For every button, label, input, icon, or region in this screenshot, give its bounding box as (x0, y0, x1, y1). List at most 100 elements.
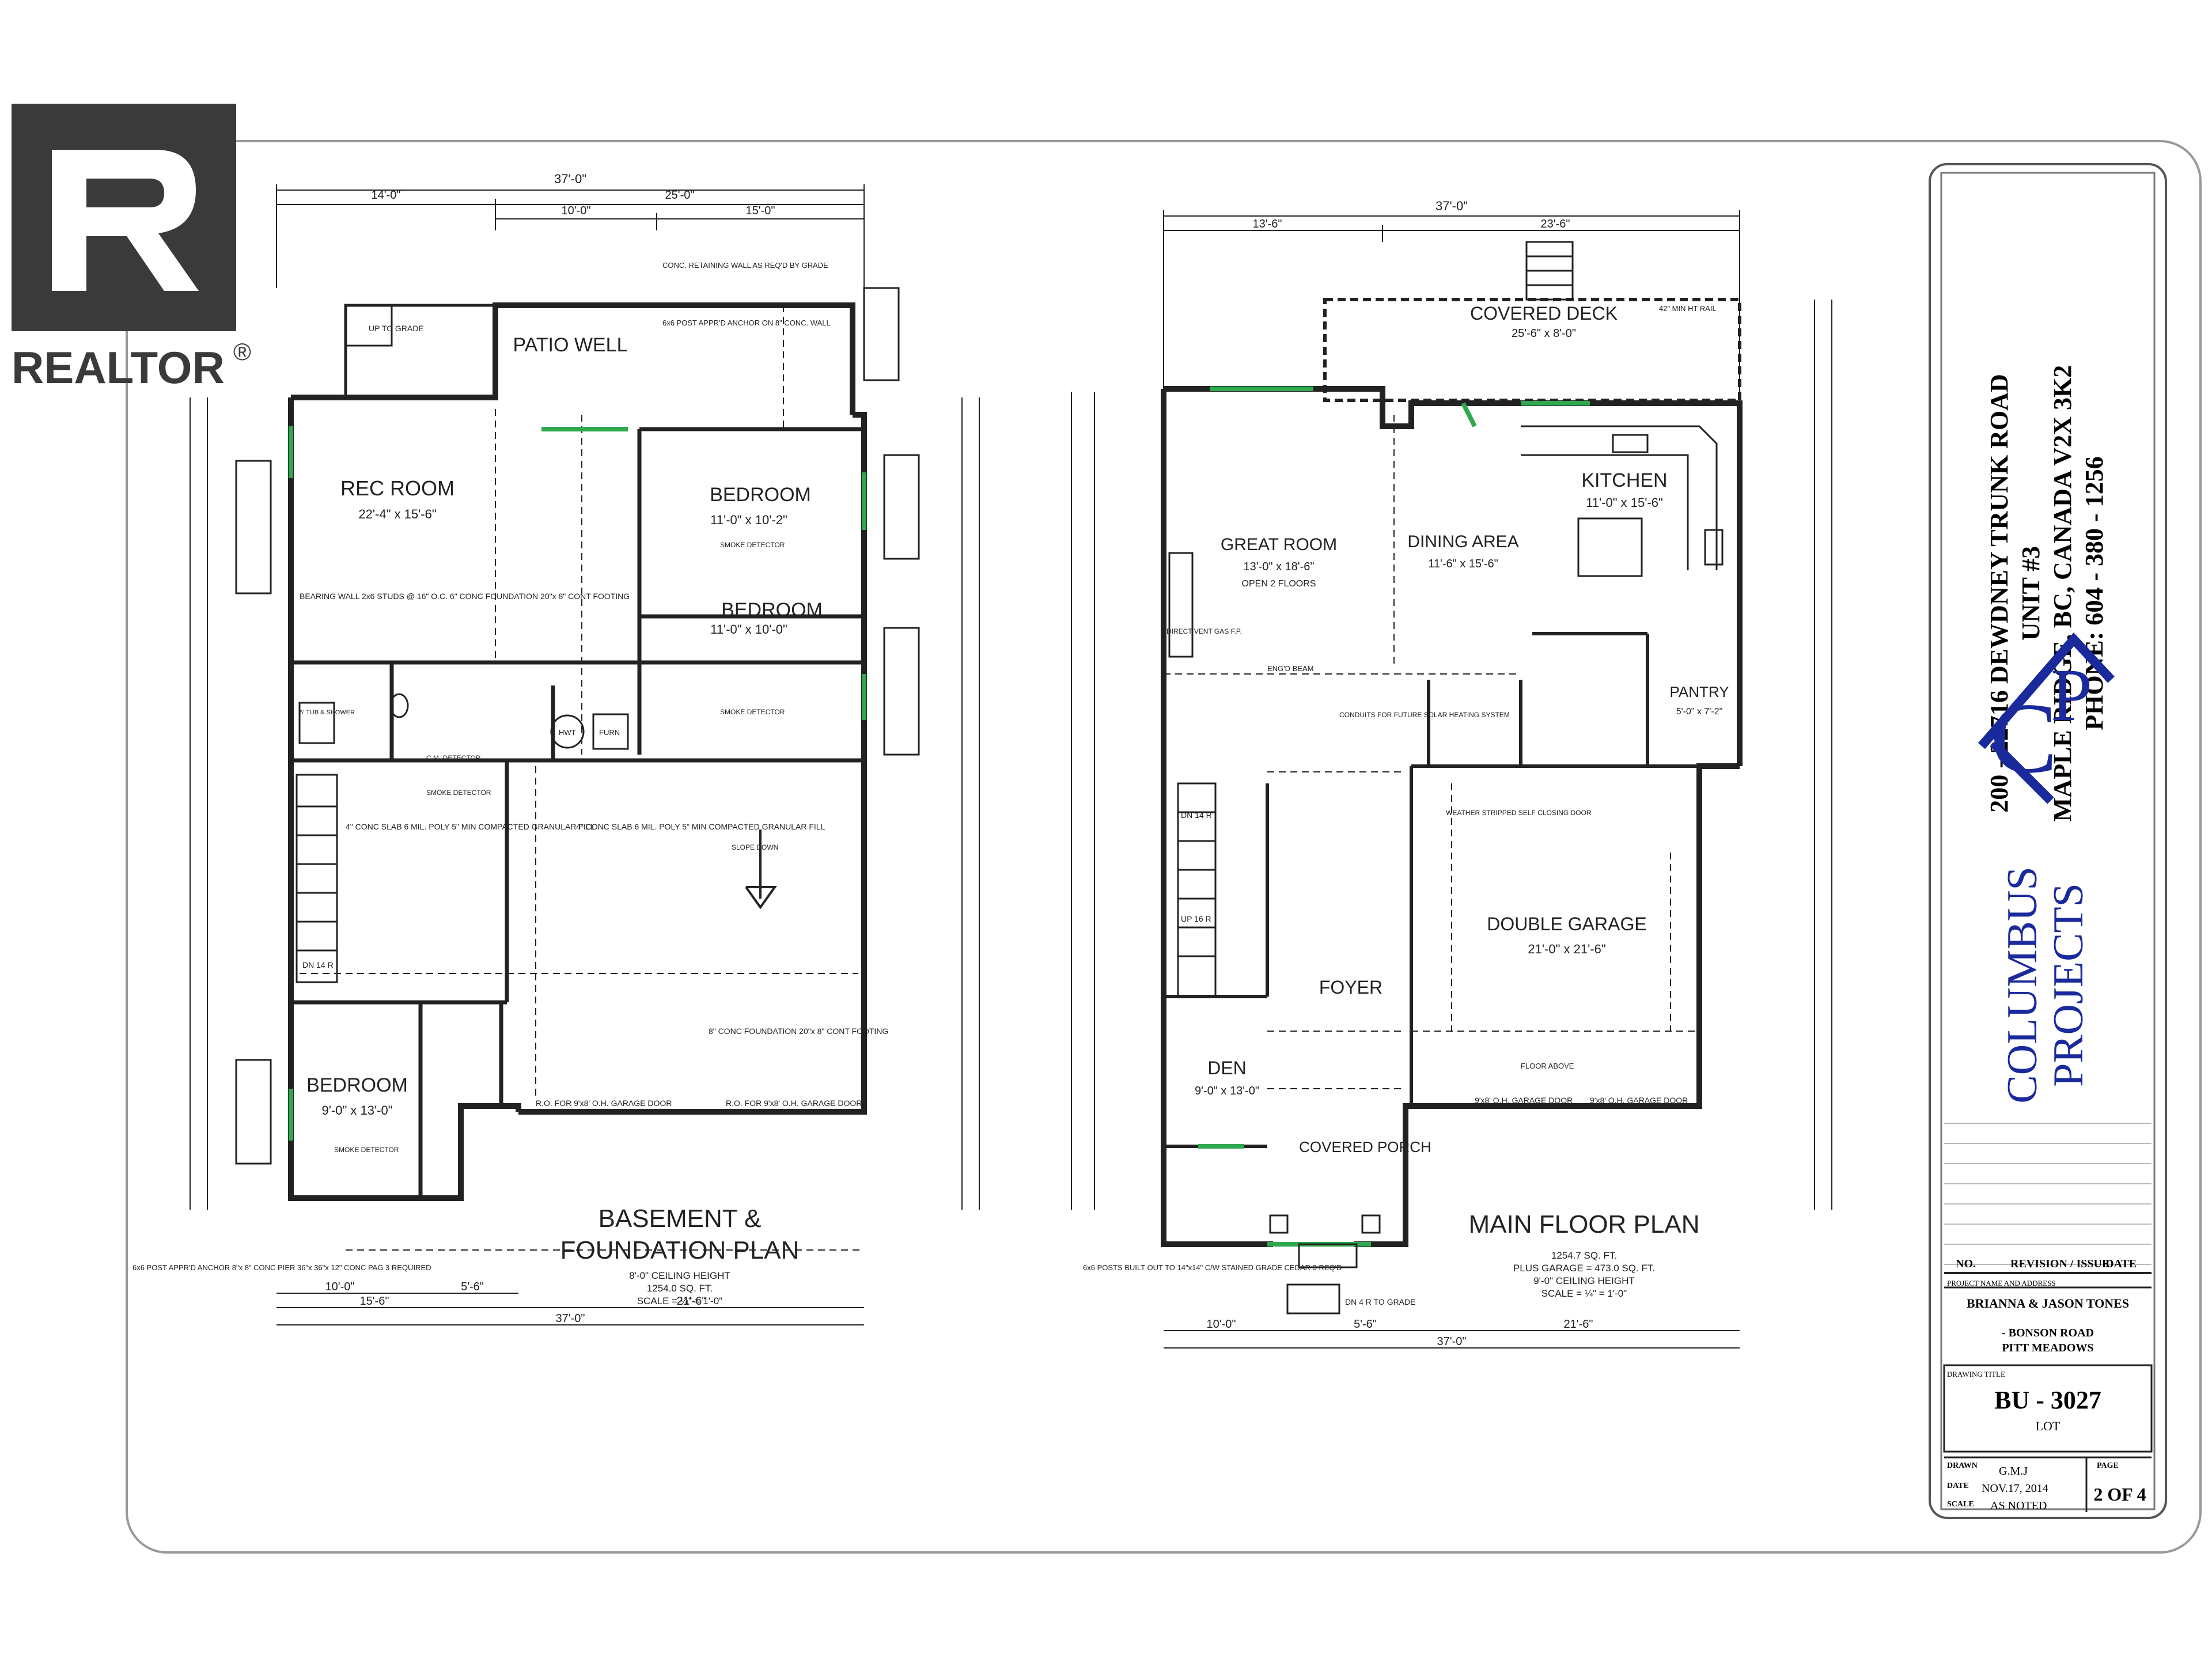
bsmt-bottom-dim-1: 5'-6" (461, 1281, 484, 1293)
main-gas-fp: DIRECT VENT GAS F.P. (1166, 627, 1242, 635)
rev-col-date: DATE (2105, 1257, 2137, 1270)
bsmt-slope-down: SLOPE DOWN (732, 843, 778, 851)
main-sub-4: SCALE = ¼" = 1'-0" (1541, 1288, 1627, 1299)
bsmt-note-post: 6x6 POST APPR'D ANCHOR ON 8" CONC. WALL (662, 319, 831, 327)
room-dining-area: DINING AREA (1407, 532, 1518, 551)
room-kitchen-size: 11'-0" x 15'-6" (1586, 495, 1663, 510)
bsmt-co-detector: C.M. DETECTOR (426, 754, 481, 762)
realtor-reg-mark: ® (233, 338, 251, 365)
room-den: DEN (1207, 1058, 1247, 1078)
company-name-line2: PROJECTS (2045, 883, 2092, 1087)
room-rec-room: REC ROOM (340, 476, 454, 500)
room-double-garage: DOUBLE GARAGE (1487, 914, 1646, 934)
drawn-label: DRAWN (1947, 1461, 1978, 1470)
company-logo: C P (1978, 632, 2115, 804)
drawing-number: BU - 3027 (1994, 1386, 2101, 1414)
title-block: 200 - 22716 DEWDNEY TRUNK ROAD UNIT #3 M… (1929, 163, 2167, 1519)
bsmt-patio-well: PATIO WELL (513, 334, 627, 356)
room-rec-room-size: 22'-4" x 15'-6" (358, 507, 436, 521)
room-double-garage-size: 21'-0" x 21'-6" (1528, 942, 1605, 956)
main-sub-1: 1254.7 SQ. FT. (1551, 1250, 1617, 1261)
date-label: DATE (1947, 1482, 1969, 1490)
main-weather-note: WEATHER STRIPPED SELF CLOSING DOOR (1446, 809, 1592, 817)
main-garage-door-2: 9'x8' O.H. GARAGE DOOR (1590, 1096, 1688, 1105)
bsmt-dim-2: 10'-0" (562, 204, 591, 217)
bsmt-slab-note-2: 4" CONC SLAB 6 MIL. POLY 5" MIN COMPACTE… (576, 822, 825, 831)
scale-label: SCALE (1947, 1500, 1974, 1509)
bsmt-smoke-2: SMOKE DETECTOR (720, 541, 785, 549)
bsmt-slab-note-1: 4" CONC SLAB 6 MIL. POLY 5" MIN COMPACTE… (346, 822, 595, 831)
bsmt-bottom-dim-2: 15'-6" (360, 1295, 389, 1308)
main-sub-3: 9'-0" CEILING HEIGHT (1533, 1275, 1635, 1286)
bsmt-foundation-note: 8" CONC FOUNDATION 20"x 8" CONT FOOTING (709, 1027, 888, 1036)
room-pantry-size: 5'-0" x 7'-2" (1676, 707, 1723, 717)
main-bottom-dim-1: 5'-6" (1354, 1318, 1377, 1331)
project-address1: - BONSON ROAD (2002, 1327, 2094, 1339)
bsmt-sub-1: 8'-0" CEILING HEIGHT (629, 1270, 730, 1281)
room-bedroom-1-size: 11'-0" x 10'-2" (710, 513, 787, 527)
bsmt-furn: FURN (599, 728, 620, 737)
bsmt-bottom-dim-3: 21'-6" (677, 1295, 706, 1308)
main-eng-beam: ENG'D BEAM (1267, 664, 1314, 673)
bsmt-dim-3: 15'-0" (746, 204, 775, 217)
project-label: PROJECT NAME AND ADDRESS (1947, 1279, 2056, 1287)
room-bedroom-1: BEDROOM (710, 484, 811, 506)
realtor-text: REALTOR (12, 342, 225, 393)
bsmt-smoke-3: SMOKE DETECTOR (426, 789, 491, 797)
main-rail-note: 42" MIN HT RAIL (1659, 304, 1717, 313)
company-phone: PHONE: 604 - 380 - 1256 (2080, 456, 2108, 730)
main-overall-width: 37'-0" (1435, 199, 1468, 213)
bsmt-smoke-1: SMOKE DETECTOR (720, 708, 785, 716)
logo-p: P (2051, 654, 2092, 737)
rev-col-no: NO. (1956, 1257, 1976, 1270)
room-pantry: PANTRY (1669, 683, 1729, 700)
bsmt-post-note: 6x6 POST APPR'D ANCHOR 8"x 8" CONC PIER … (132, 1263, 431, 1272)
bsmt-garage-door-1: R.O. FOR 9'x8' O.H. GARAGE DOOR (536, 1099, 672, 1108)
drawing-label: DRAWING TITLE (1947, 1370, 2005, 1378)
room-bedroom-3-size: 9'-0" x 13'-0" (321, 1103, 392, 1118)
main-dim-0: 13'-6" (1253, 218, 1282, 230)
bsmt-dn-stair: DN 14 R (302, 960, 334, 969)
bsmt-bottom-dim-0: 10'-0" (325, 1281, 355, 1293)
room-covered-porch: COVERED PORCH (1299, 1138, 1431, 1156)
room-kitchen: KITCHEN (1581, 469, 1667, 491)
bsmt-title-1: BASEMENT & (599, 1205, 762, 1233)
main-floor-above: FLOOR ABOVE (1521, 1062, 1574, 1070)
scale-value: AS NOTED (1990, 1499, 2047, 1512)
room-den-size: 9'-0" x 13'-0" (1195, 1085, 1259, 1097)
main-bottom-dim-0: 10'-0" (1207, 1318, 1236, 1331)
main-bottom-dim-3: 37'-0" (1437, 1335, 1467, 1348)
bsmt-shower: 5' TUB & SHOWER (300, 709, 355, 716)
main-post-note: 6x6 POSTS BUILT OUT TO 14"x14" C/W STAIN… (1083, 1263, 1342, 1272)
main-bottom-dim-2: 21'-6" (1564, 1318, 1593, 1331)
bsmt-note-retaining: CONC. RETAINING WALL AS REQ'D BY GRADE (662, 261, 828, 270)
bsmt-up-grade: UP TO GRADE (369, 324, 424, 333)
main-garage-door-1: 9'x8' O.H. GARAGE DOOR (1475, 1096, 1573, 1105)
project-address2: PITT MEADOWS (2002, 1342, 2093, 1354)
bsmt-bottom-dim-4: 37'-0" (556, 1312, 585, 1325)
main-title: MAIN FLOOR PLAN (1469, 1210, 1700, 1238)
room-great-room-note: OPEN 2 FLOORS (1242, 579, 1316, 589)
room-covered-deck: COVERED DECK (1470, 303, 1618, 324)
logo-c: C (1990, 682, 2058, 794)
main-up-stair: UP 16 R (1181, 914, 1211, 923)
room-great-room: GREAT ROOM (1221, 535, 1337, 554)
bsmt-dim-1: 25'-0" (665, 189, 695, 202)
room-bedroom-2: BEDROOM (721, 599, 823, 621)
company-address-line3: MAPLE RIDGE, BC, CANADA V2X 3K2 (2048, 365, 2077, 821)
bsmt-overall-width: 37'-0" (554, 172, 586, 186)
company-address-line2: UNIT #3 (2017, 546, 2045, 641)
bsmt-hwt: HWT (559, 728, 576, 737)
bsmt-sub-3: SCALE = ¼" = 1'-0" (637, 1296, 723, 1306)
room-dining-area-size: 11'-6" x 15'-6" (1428, 558, 1498, 570)
room-great-room-size: 13'-0" x 18'-6" (1243, 560, 1314, 573)
main-dim-1: 23'-6" (1541, 218, 1570, 230)
bsmt-sub-2: 1254.0 SQ. FT. (647, 1283, 713, 1294)
main-floor-plan (1071, 210, 1832, 1349)
date-value: NOV.17, 2014 (1982, 1482, 2048, 1495)
room-covered-deck-size: 25'-6" x 8'-0" (1512, 327, 1576, 340)
main-sub-2: PLUS GARAGE = 473.0 SQ. FT. (1513, 1263, 1655, 1274)
bsmt-smoke-4: SMOKE DETECTOR (334, 1146, 399, 1154)
main-solar-note: CONDUITS FOR FUTURE SOLAR HEATING SYSTEM (1339, 711, 1510, 719)
